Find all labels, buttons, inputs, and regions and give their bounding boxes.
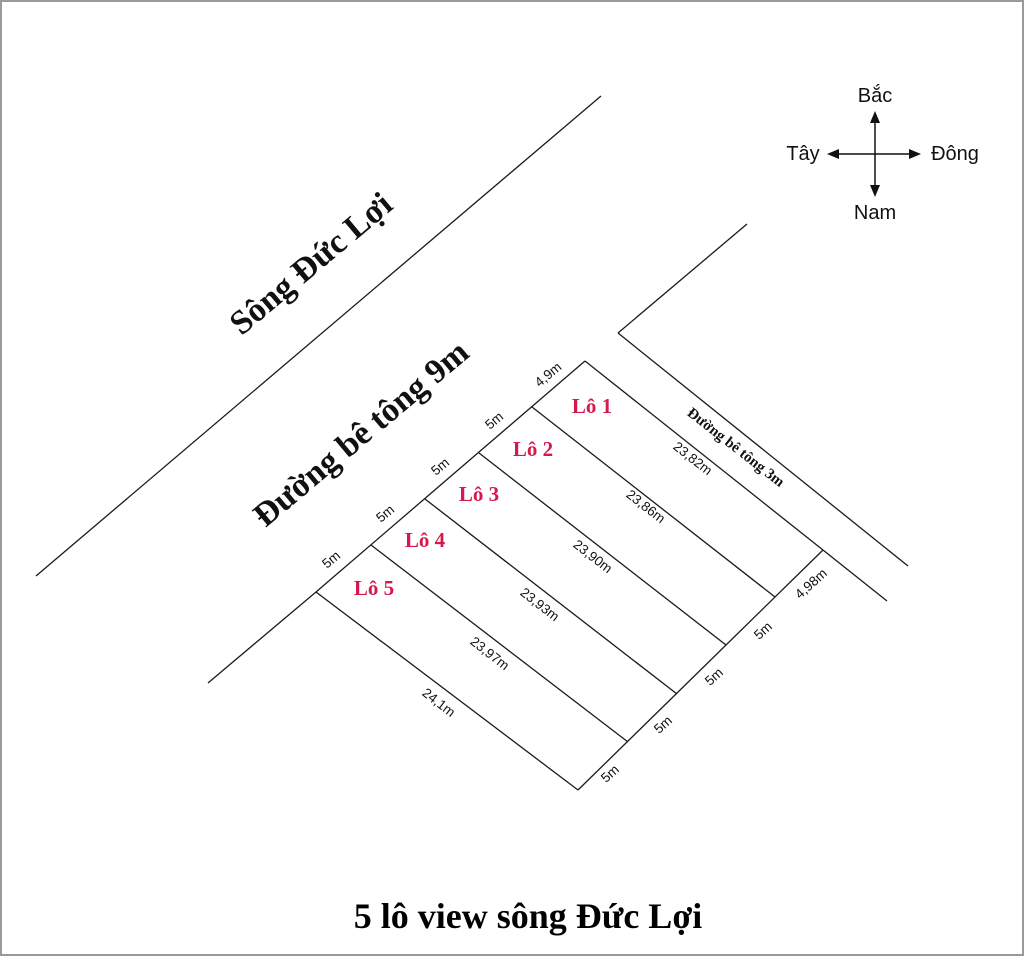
lot-5-depth: 23,97m [467,634,512,674]
lot-2-front-width: 5m [482,409,506,433]
lot-1-east-boundary [584,360,824,551]
north-arrow-icon [870,111,880,123]
lot-5-front-width: 5m [319,548,343,572]
road-edge-line [207,591,317,684]
lot-1-front-width: 4,9m [532,359,565,390]
river-bank-line [35,95,602,577]
lot-2-back-width: 5m [751,619,775,643]
side-road-top-edge [617,223,748,334]
lot-3-depth: 23,90m [570,537,615,577]
lot-boundary-3-4 [424,498,678,695]
lot-4-depth: 23,93m [517,585,562,625]
compass-north-label: Bắc [858,84,892,107]
lot-1-label: Lô 1 [572,394,612,418]
lot-3-label: Lô 3 [459,482,499,506]
lot-3-back-width: 5m [702,665,726,689]
lot-boundary-1-2 [531,406,776,598]
last-boundary-depth: 24,1m [419,685,458,720]
lot-4-back-width: 5m [651,713,675,737]
back-extension-line [822,549,888,602]
lot-5-west-boundary [315,591,579,791]
side-road-outer-edge [617,332,909,567]
west-arrow-icon [827,149,839,159]
lot-boundary-2-3 [478,452,727,646]
compass-south-label: Nam [854,202,896,224]
river-label: Sông Đức Lợi [223,186,400,343]
lot-5-label: Lô 5 [354,576,394,600]
main-road-label: Đường bê tông 9m [246,333,476,534]
lots-front-line [315,360,586,593]
side-road-label: Đường bê tông 3m [684,405,788,491]
lot-boundary-4-5 [370,544,629,743]
compass: Bắc Nam Tây Đông [786,84,979,224]
page-title: 5 lô view sông Đức Lợi [354,896,703,936]
east-arrow-icon [909,149,921,159]
lot-5-back-width: 5m [598,762,622,786]
compass-west-label: Tây [786,143,819,165]
compass-east-label: Đông [931,143,979,165]
lots-back-line [577,549,824,791]
lot-4-front-width: 5m [373,502,397,526]
lot-2-label: Lô 2 [513,437,553,461]
south-arrow-icon [870,185,880,197]
lot-3-front-width: 5m [428,455,452,479]
lot-1-back-width: 4,98m [792,566,830,602]
lot-2-depth: 23,86m [623,487,668,527]
lot-4-label: Lô 4 [405,528,446,552]
